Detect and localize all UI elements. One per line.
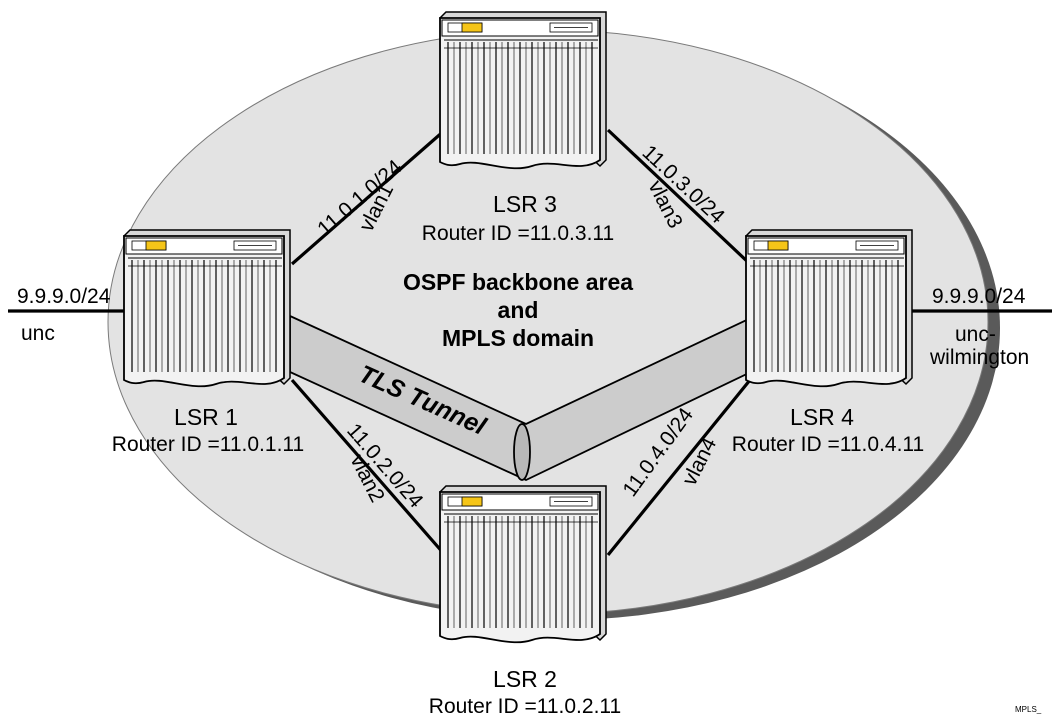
area-label-line2: and	[498, 297, 539, 323]
edge-right-vlan-line1: unc-	[955, 323, 996, 346]
link-lsr1-lsr3	[290, 128, 447, 266]
lsr3-name: LSR 3	[493, 191, 557, 217]
lsr2-router-id: Router ID =11.0.2.11	[429, 695, 621, 717]
edge-right-vlan-line2: wilmington	[929, 346, 1029, 369]
lsr1-name: LSR 1	[174, 404, 238, 430]
lsr1-router-id: Router ID =11.0.1.11	[112, 433, 304, 456]
link-lsr3-lsr4	[606, 128, 752, 266]
edge-left-vlan: unc	[21, 322, 55, 345]
figure-id: MPLS_	[1015, 705, 1042, 714]
area-label-line3: MPLS domain	[442, 325, 594, 351]
link-lsr2-lsr4	[606, 378, 752, 557]
lsr1-router	[123, 229, 291, 388]
lsr4-router-id: Router ID =11.0.4.11	[732, 433, 924, 456]
lsr4-router	[745, 229, 913, 388]
link-lsr1-lsr2	[290, 378, 447, 557]
lsr2-router	[439, 485, 607, 644]
area-label-line1: OSPF backbone area	[403, 269, 633, 295]
edge-right-subnet: 9.9.9.0/24	[932, 285, 1026, 308]
lsr3-router	[439, 11, 607, 170]
lsr4-name: LSR 4	[790, 404, 854, 430]
edge-left-subnet: 9.9.9.0/24	[17, 285, 111, 308]
lsr2-name: LSR 2	[493, 666, 557, 692]
lsr3-router-id: Router ID =11.0.3.11	[422, 222, 614, 245]
